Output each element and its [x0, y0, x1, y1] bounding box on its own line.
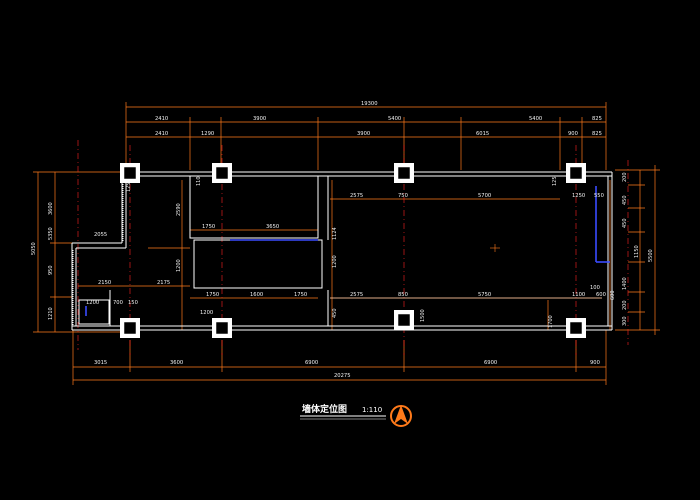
dim-room: 5350 [48, 227, 54, 240]
dim-left: 1210 [48, 307, 54, 320]
dim-room: 125 [126, 182, 132, 192]
dim-room: 600 [610, 290, 616, 300]
dim-room: 1750 [206, 292, 219, 298]
columns [120, 163, 586, 338]
dim-top-seg: 3900 [253, 116, 266, 122]
dim-room: 700 [113, 300, 123, 306]
dim-bottom-total: 20275 [334, 373, 351, 379]
dimension-lines [33, 102, 660, 385]
dim-right: 450 [622, 218, 628, 228]
dim-left: 3600 [48, 202, 54, 215]
dim-room: 1700 [548, 315, 554, 328]
dim-right: 1400 [622, 277, 628, 290]
dim-room: 3650 [266, 224, 279, 230]
dim-top-seg: 5400 [529, 116, 542, 122]
dim-room: 5700 [478, 193, 491, 199]
dim-bottom-seg: 900 [590, 360, 600, 366]
dim-room: 1600 [250, 292, 263, 298]
dim-room: 1250 [572, 193, 585, 199]
walls [71, 171, 613, 331]
dim-top-inner: 900 [568, 131, 578, 137]
center-marker [490, 244, 500, 252]
dim-left: 5050 [31, 242, 37, 255]
dim-room: 5750 [478, 292, 491, 298]
dim-room: 1124 [332, 227, 338, 240]
drawing-scale: 1:110 [362, 406, 382, 414]
dim-top-seg: 825 [592, 116, 602, 122]
dim-room: 1100 [572, 292, 585, 298]
dim-top-seg: 2410 [155, 116, 168, 122]
dim-room: 125 [552, 176, 558, 186]
dim-room: 2150 [98, 280, 111, 286]
dim-room: 100 [590, 285, 600, 291]
dim-room: 850 [398, 292, 408, 298]
dim-right: 300 [622, 316, 628, 326]
dim-bottom-seg: 3015 [94, 360, 107, 366]
dim-room: 1750 [202, 224, 215, 230]
partition-walls [85, 186, 610, 316]
drawing-title: 墙体定位图 [302, 403, 347, 415]
dim-left: 950 [48, 265, 54, 275]
dim-room: 1500 [420, 309, 426, 322]
dim-top-seg: 5400 [388, 116, 401, 122]
dim-right: 200 [622, 172, 628, 182]
dim-bottom-seg: 6900 [484, 360, 497, 366]
north-arrow-icon [390, 405, 412, 427]
dim-top-inner: 1290 [201, 131, 214, 137]
dim-room: 110 [196, 176, 202, 186]
dimension-texts: 19300 2410 3900 5400 5400 825 2410 1290 … [31, 101, 654, 379]
dim-room: 2575 [350, 292, 363, 298]
title-block: 墙体定位图 1:110 [300, 403, 386, 420]
dim-top-inner: 2410 [155, 131, 168, 137]
dim-room: 1200 [200, 310, 213, 316]
dim-bottom-seg: 6900 [305, 360, 318, 366]
dim-right: 200 [622, 300, 628, 310]
dim-room: 1750 [294, 292, 307, 298]
dim-room: 2575 [350, 193, 363, 199]
dim-room: 1200 [332, 255, 338, 268]
dim-top-inner: 3900 [357, 131, 370, 137]
dim-room: 2175 [157, 280, 170, 286]
dim-room: 550 [594, 193, 604, 199]
dim-room: 600 [596, 292, 606, 298]
dim-top-total: 19300 [361, 101, 378, 107]
dim-right: 1150 [634, 245, 640, 258]
dim-room: 1200 [86, 300, 99, 306]
dim-right: 450 [622, 195, 628, 205]
dim-room: 1200 [176, 259, 182, 272]
dim-room: 2055 [94, 232, 107, 238]
dim-room: 2590 [176, 203, 182, 216]
dim-right: 5500 [648, 249, 654, 262]
dim-bottom-seg: 3600 [170, 360, 183, 366]
dim-room: 750 [398, 193, 408, 199]
dim-top-inner: 6015 [476, 131, 489, 137]
dim-top-inner: 825 [592, 131, 602, 137]
dim-room: 150 [128, 300, 138, 306]
dim-room: 450 [332, 308, 338, 318]
